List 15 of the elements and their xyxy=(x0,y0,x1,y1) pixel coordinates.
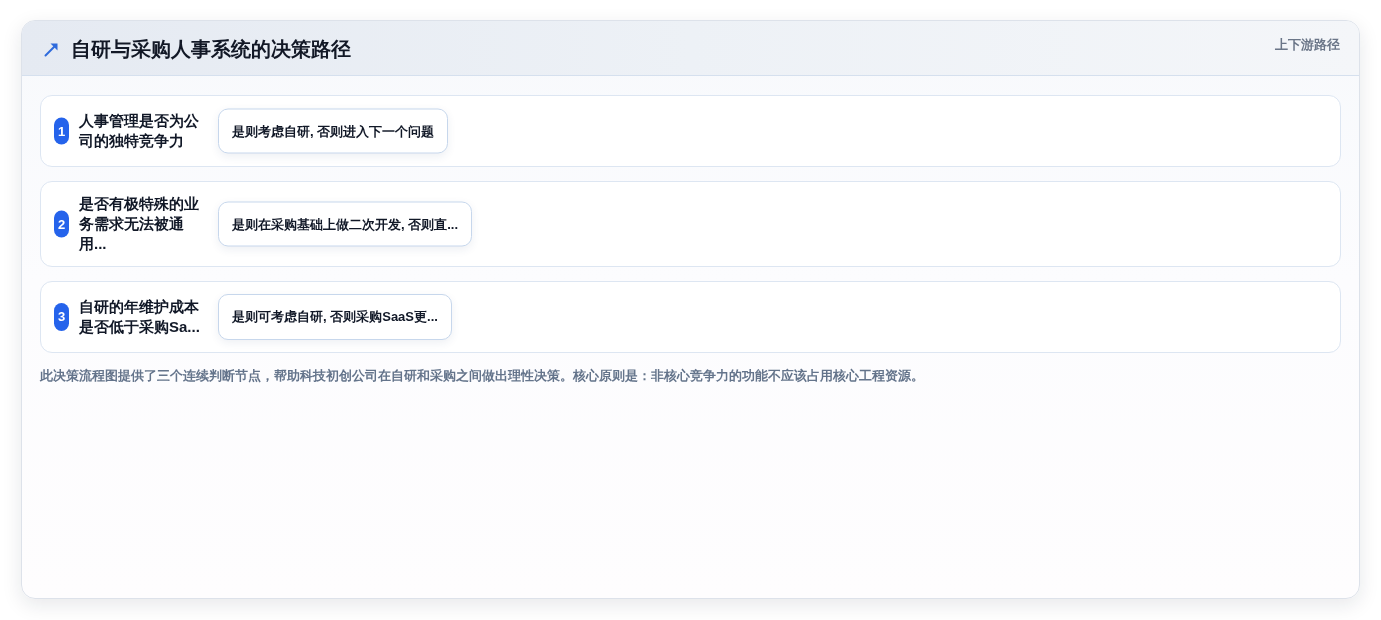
header-note: 上下游路径 xyxy=(1275,36,1340,54)
number-badge: 1 xyxy=(54,117,69,145)
number-badge: 2 xyxy=(54,210,69,238)
answer-box: 是则考虑自研, 否则进入下一个问题 xyxy=(218,108,449,154)
question-text: 人事管理是否为公司的独特竞争力 xyxy=(79,111,200,151)
answer-box: 是则可考虑自研, 否则采购SaaS更... xyxy=(218,294,452,340)
answer-box: 是则在采购基础上做二次开发, 否则直... xyxy=(218,201,473,247)
caption: 此决策流程图提供了三个连续判断节点，帮助科技初创公司在自研和采购之间做出理性决策。核心原则是：非核心竞争力的功能不应该占用核心工程资源。 xyxy=(40,367,924,385)
row-card xyxy=(40,181,1341,267)
row-card xyxy=(40,281,1341,353)
row-card xyxy=(40,95,1341,167)
number-badge: 3 xyxy=(54,303,69,331)
question-text: 是否有极特殊的业务需求无法被通用... xyxy=(79,194,200,254)
question-text: 自研的年维护成本是否低于采购Sa... xyxy=(79,297,201,337)
title: 自研与采购人事系统的决策路径 xyxy=(71,37,351,62)
